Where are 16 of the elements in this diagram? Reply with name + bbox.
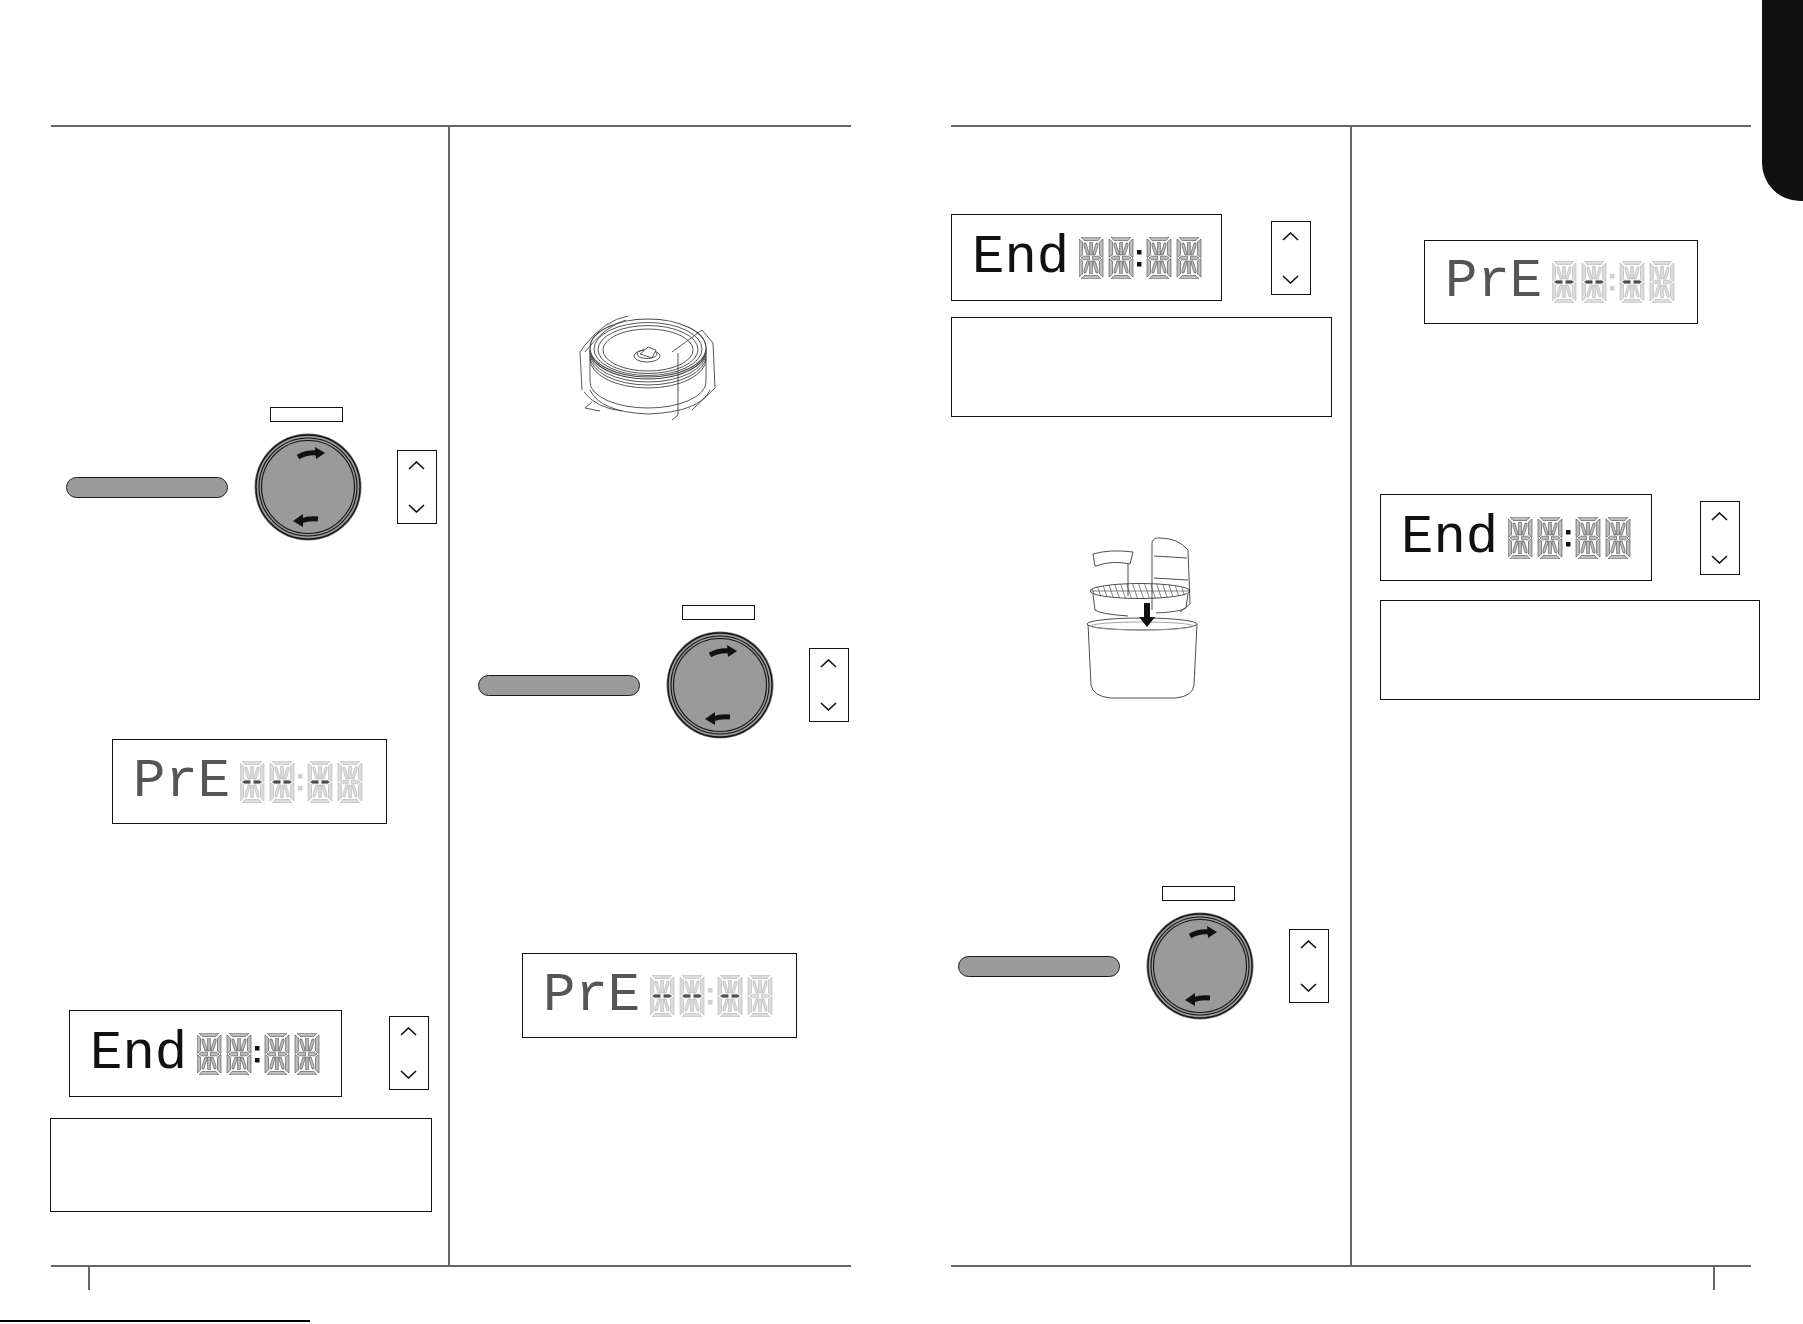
- display-text: End: [972, 230, 1070, 285]
- display-text: End: [1401, 510, 1499, 565]
- section-tab: [1762, 0, 1803, 201]
- lcd-display: [522, 953, 797, 1038]
- lcd-display: [69, 1010, 342, 1097]
- lcd-display: [1380, 494, 1652, 581]
- display-text: PrE: [543, 968, 641, 1023]
- display-text: PrE: [133, 754, 231, 809]
- blank-note-panel: [951, 317, 1332, 417]
- display-text: End: [90, 1026, 188, 1081]
- blank-note-panel: [1380, 600, 1760, 700]
- blank-note-panel: [50, 1118, 432, 1212]
- display-text: PrE: [1445, 255, 1543, 309]
- lcd-display: [951, 214, 1222, 301]
- lcd-display: [1424, 240, 1698, 324]
- lcd-display: [112, 739, 387, 824]
